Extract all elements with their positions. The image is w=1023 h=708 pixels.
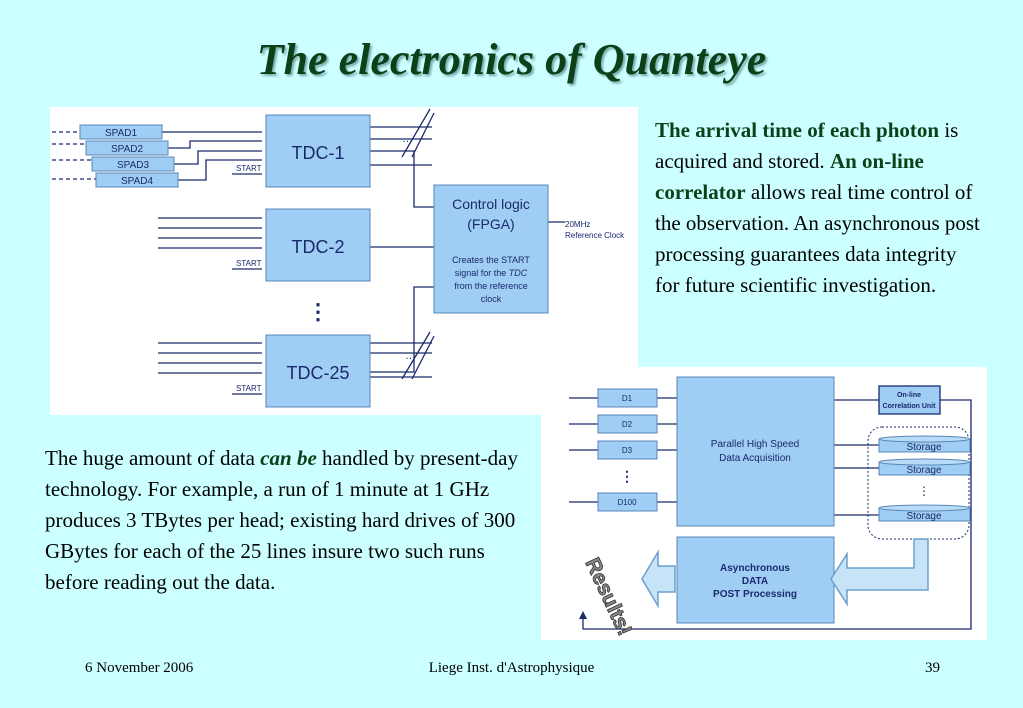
- storage-disk: Storage: [878, 458, 971, 476]
- channel-box: D3: [597, 440, 658, 460]
- vertical-ellipsis: ⋮: [307, 299, 329, 324]
- clock-label: 20MHz: [565, 220, 590, 229]
- svg-text:SPAD1: SPAD1: [105, 128, 137, 139]
- svg-text:SPAD2: SPAD2: [111, 144, 143, 155]
- svg-text:D1: D1: [622, 394, 633, 403]
- tdc-diagram: SPAD1 SPAD2 SPAD3 SPAD4 TDC-1 TDC-2 TDC-…: [50, 107, 638, 415]
- svg-text:D3: D3: [622, 446, 633, 455]
- storage-to-processing-arrow: [830, 538, 929, 607]
- footer-institution: Liege Inst. d'Astrophysique: [428, 660, 595, 676]
- channel-box: D100: [597, 492, 658, 512]
- channel-boxes: D1 D2 D3 D100: [597, 388, 658, 512]
- svg-text:Storage: Storage: [906, 511, 941, 522]
- post-processing-box: Asynchronous DATA POST Processing: [676, 536, 835, 624]
- footer-date: 6 November 2006: [85, 660, 194, 676]
- svg-text:DATA: DATA: [742, 576, 768, 587]
- acquisition-diagram: D1 D2 D3 D100 ⋮ Parallel High Speed Data…: [541, 367, 987, 640]
- svg-text:Parallel High Speed: Parallel High Speed: [711, 439, 799, 450]
- start-label: START: [236, 164, 262, 173]
- arrival-time-paragraph: The arrival time of each photon is acqui…: [655, 118, 980, 297]
- svg-text:Correlation Unit: Correlation Unit: [883, 403, 937, 410]
- svg-text:Data Acquisition: Data Acquisition: [719, 453, 791, 464]
- control-logic-box: Control logic (FPGA) Creates the START s…: [433, 184, 549, 314]
- storage-disk: Storage: [878, 504, 971, 522]
- svg-text:TDC-25: TDC-25: [286, 363, 349, 383]
- svg-text:(FPGA): (FPGA): [467, 216, 514, 232]
- start-label: START: [236, 259, 262, 268]
- svg-text:D100: D100: [617, 498, 637, 507]
- results-arrow: [641, 549, 676, 609]
- data-volume-paragraph: The huge amount of data can be handled b…: [45, 446, 518, 594]
- svg-text:Creates the START: Creates the START: [452, 255, 530, 265]
- svg-text:Storage: Storage: [906, 442, 941, 453]
- tdc-2-box: TDC-2: [265, 208, 371, 282]
- svg-text:D2: D2: [622, 420, 633, 429]
- footer-page-number: 39: [925, 660, 940, 676]
- start-label: START: [236, 384, 262, 393]
- correlation-unit-box: On-line Correlation Unit: [878, 385, 941, 415]
- svg-text:On-line: On-line: [897, 392, 921, 399]
- svg-text:clock: clock: [481, 294, 502, 304]
- svg-text:TDC-2: TDC-2: [292, 237, 345, 257]
- svg-text:TDC-1: TDC-1: [292, 143, 345, 163]
- ellipsis: …: [405, 350, 416, 362]
- spad-box: SPAD4: [95, 172, 179, 188]
- slide-title: The electronics of Quanteye: [256, 35, 767, 84]
- tdc-25-box: TDC-25: [265, 334, 371, 408]
- vertical-ellipsis: ⋮: [620, 468, 634, 484]
- svg-text:SPAD3: SPAD3: [117, 160, 149, 171]
- svg-text:SPAD4: SPAD4: [121, 176, 153, 187]
- ellipsis: …: [402, 133, 413, 145]
- spad-boxes: SPAD1 SPAD2 SPAD3 SPAD4: [79, 124, 179, 188]
- vertical-ellipsis: ⋮: [918, 484, 930, 498]
- svg-text:Storage: Storage: [906, 465, 941, 476]
- svg-text:signal for the TDC: signal for the TDC: [455, 268, 528, 278]
- acquisition-box: Parallel High Speed Data Acquisition: [676, 376, 835, 527]
- tdc-1-box: TDC-1: [265, 114, 371, 188]
- spad-box: SPAD1: [79, 124, 163, 140]
- svg-text:from the reference: from the reference: [454, 281, 528, 291]
- svg-text:POST Processing: POST Processing: [713, 589, 797, 600]
- storage-disks: Storage Storage Storage: [878, 435, 971, 522]
- spad-box: SPAD2: [85, 140, 169, 156]
- svg-text:Control logic: Control logic: [452, 196, 530, 212]
- channel-box: D2: [597, 414, 658, 434]
- storage-disk: Storage: [878, 435, 971, 453]
- svg-text:Asynchronous: Asynchronous: [720, 563, 790, 574]
- spad-box: SPAD3: [91, 156, 175, 172]
- clock-label: Reference Clock: [565, 231, 625, 240]
- channel-box: D1: [597, 388, 658, 408]
- results-label: Results!: [580, 554, 636, 639]
